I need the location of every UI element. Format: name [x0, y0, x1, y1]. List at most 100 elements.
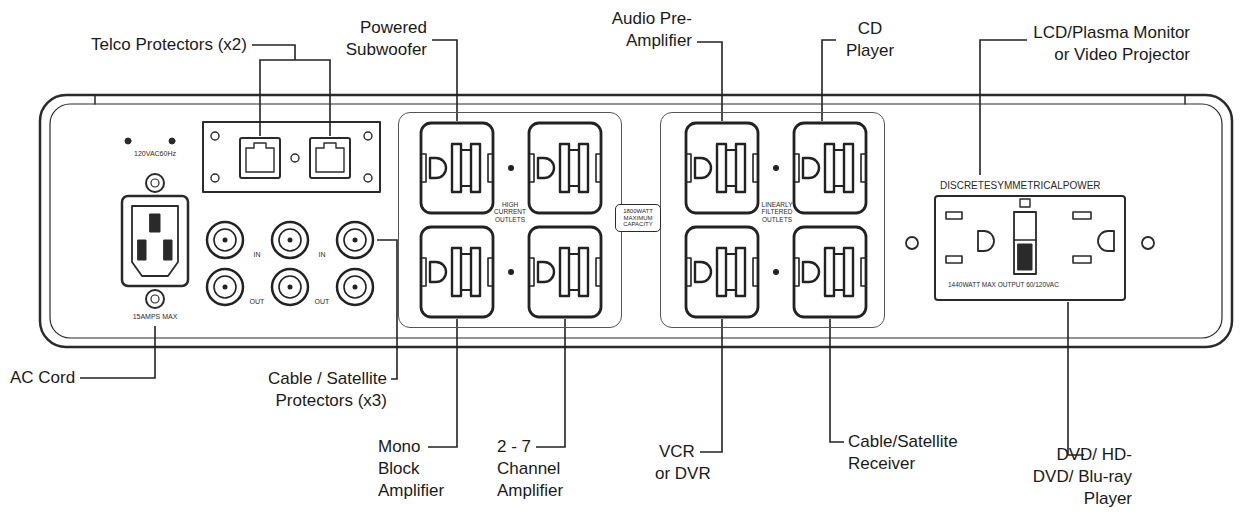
chassis-lip	[50, 104, 1222, 338]
outlet-face	[686, 123, 758, 213]
outlet-slot	[461, 254, 471, 290]
ground-hole	[695, 262, 711, 282]
ground-hole	[430, 158, 446, 178]
chassis-outline	[40, 95, 1232, 347]
leader-line	[822, 40, 836, 121]
outlet-slot	[452, 248, 461, 296]
panel-legend-text: LINEARLY FILTERED OUTLETS	[759, 201, 795, 223]
coax-connector	[207, 269, 243, 305]
coax-pin	[353, 238, 358, 243]
coax-connector	[272, 269, 308, 305]
outlet-slot	[471, 144, 480, 192]
duplex-outlet	[421, 123, 493, 213]
iec-inlet	[132, 206, 178, 276]
outlet-slot	[717, 248, 726, 296]
outlet-slot	[946, 256, 962, 263]
plate-screw	[211, 174, 219, 182]
duplex-outlet	[421, 227, 493, 317]
brand-marking: DISCRETESYMMETRICALPOWER	[940, 180, 1115, 192]
outlet-slot	[736, 248, 745, 296]
callout-label: 2 - 7 Channel Amplifier	[497, 436, 572, 502]
panel-legend-text: HIGH CURRENT OUTLETS	[492, 201, 528, 223]
coax-connector	[272, 269, 308, 305]
outlet-slot	[717, 144, 726, 192]
outlet-face	[529, 258, 601, 286]
leader-line	[377, 240, 397, 379]
coax-pin	[223, 238, 228, 243]
leader-line	[830, 319, 844, 442]
test-reset-button	[1014, 239, 1036, 240]
coax-pin	[353, 285, 358, 290]
outlet-face	[794, 227, 866, 317]
callout-label: CD Player	[840, 18, 900, 62]
inlet-screw	[146, 290, 164, 308]
callout-label: LCD/Plasma Monitor or Video Projector	[1025, 22, 1190, 66]
leader-line	[1068, 302, 1084, 455]
outlet-slot	[579, 248, 588, 296]
coax-connector	[337, 222, 373, 258]
plate-screw	[291, 154, 299, 162]
outlet-face	[794, 258, 866, 286]
port-marking: OUT	[245, 298, 269, 306]
outlet-slot	[560, 144, 569, 192]
indicator-dot	[125, 138, 131, 144]
duplex-outlet	[686, 123, 758, 213]
coax-connector	[344, 229, 366, 251]
inlet-screw	[151, 179, 159, 187]
duplex-outlet	[794, 123, 866, 213]
outlet-slot	[834, 150, 844, 186]
screw-dot	[773, 165, 779, 171]
plate-screw	[364, 132, 372, 140]
ground-hole	[803, 262, 819, 282]
outlet-slot	[736, 144, 745, 192]
test-reset-button	[1018, 244, 1032, 270]
coax-connector	[207, 222, 243, 258]
duplex-outlet	[686, 227, 758, 317]
mounting-hole	[1142, 237, 1154, 249]
leader-line	[428, 319, 457, 447]
panel-legend-text: 1800WATT MAXIMUM CAPACITY	[621, 208, 655, 229]
port-marking: IN	[312, 251, 332, 259]
callout-label: Telco Protectors (x2)	[47, 34, 247, 56]
dsp-outlet-plate	[935, 196, 1125, 300]
outlet-slot	[726, 150, 736, 186]
coax-connector	[279, 229, 301, 251]
leader-line	[697, 42, 722, 121]
outlet-slot	[825, 248, 834, 296]
outlet-slot	[1073, 256, 1091, 263]
coax-connector	[272, 222, 308, 258]
coax-pin	[288, 285, 293, 290]
coax-connector	[207, 269, 243, 305]
indicator-dot	[169, 138, 175, 144]
outlet-slot	[461, 150, 471, 186]
outlet-face	[421, 123, 493, 213]
outlet-slot	[471, 248, 480, 296]
outlet-slot	[844, 248, 853, 296]
telco-plate	[203, 122, 380, 192]
coax-connector	[344, 276, 366, 298]
coax-connector	[337, 269, 373, 305]
outlet-slot	[452, 144, 461, 192]
ground-hole	[1098, 231, 1114, 251]
coax-connector	[279, 276, 301, 298]
callout-label: Cable / Satellite Protectors (x3)	[262, 368, 387, 412]
coax-connector	[214, 229, 236, 251]
iec-pin	[164, 240, 172, 260]
indicator-lamp	[1020, 199, 1030, 207]
coax-connector	[337, 222, 373, 258]
outlet-bank-panel: LINEARLY FILTERED OUTLETS	[660, 112, 885, 328]
rating-marking: 120VAC60Hz	[125, 150, 185, 158]
outlet-face	[421, 258, 493, 286]
ground-hole	[803, 158, 819, 178]
coax-connector	[207, 222, 243, 258]
outlet-face	[686, 154, 758, 182]
port-marking: OUT	[310, 298, 334, 306]
telco-jack	[316, 143, 344, 172]
duplex-outlet	[529, 123, 601, 213]
outlet-slot	[726, 254, 736, 290]
outlet-bank-panel: HIGH CURRENT OUTLETS	[398, 112, 622, 328]
coax-connector	[337, 269, 373, 305]
callout-label: VCR or DVR	[655, 441, 713, 485]
